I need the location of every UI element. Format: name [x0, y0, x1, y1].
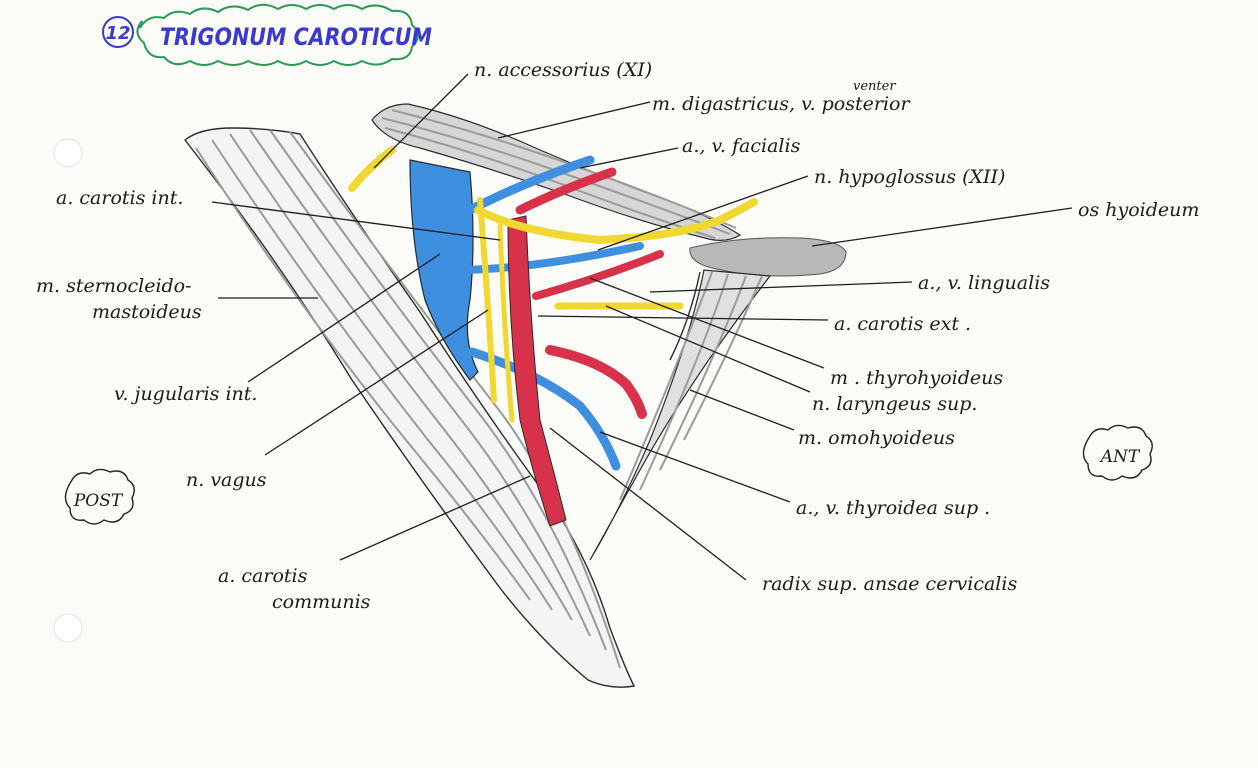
- label-sternocleido-1: m. sternocleido-: [36, 275, 192, 297]
- label-laryngeus-sup: n. laryngeus sup.: [812, 393, 977, 415]
- sternocleidomastoid-muscle: [184, 127, 636, 688]
- label-hypoglossus: n. hypoglossus (XII): [814, 166, 1005, 188]
- label-facialis: a., v. facialis: [682, 135, 801, 157]
- label-radix-sup: radix sup. ansae cervicalis: [762, 573, 1017, 595]
- label-carotis-communis-2: communis: [272, 591, 371, 613]
- leader-lines: [211, 73, 1073, 581]
- infrahyoid-muscles: [589, 269, 772, 561]
- anterior-label: ANT: [1099, 447, 1141, 467]
- label-carotis-communis-1: a. carotis: [218, 565, 308, 587]
- label-sternocleido-2: mastoideus: [92, 301, 202, 323]
- label-os-hyoideum: os hyoideum: [1078, 199, 1199, 221]
- vagus-nerve: [477, 197, 497, 403]
- label-carotis-ext: a. carotis ext .: [834, 313, 971, 335]
- hypoglossal-nerve: [474, 198, 758, 245]
- ansa-cervicalis-root: [497, 223, 515, 423]
- punch-hole-bottom: [53, 613, 83, 643]
- label-digastricus-note: venter: [853, 79, 896, 94]
- title-text: TRIGONUM CAROTICUM: [160, 23, 432, 51]
- title-number: 12: [105, 23, 130, 44]
- title-block: 12 TRIGONUM CAROTICUM: [102, 3, 432, 66]
- label-digastricus: m. digastricus, v. posterior: [652, 93, 911, 115]
- label-lingualis: a., v. lingualis: [918, 272, 1050, 294]
- anterior-marker: ANT: [1082, 424, 1153, 481]
- label-n-accessorius: n. accessorius (XI): [474, 59, 652, 81]
- label-jugularis-int: v. jugularis int.: [114, 383, 257, 405]
- label-carotis-int: a. carotis int.: [56, 187, 183, 209]
- carotid-arteries: [507, 167, 664, 527]
- posterior-label: POST: [73, 491, 124, 511]
- punch-hole-top: [53, 138, 83, 168]
- label-omohyoideus: m. omohyoideus: [798, 427, 955, 449]
- posterior-marker: POST: [64, 468, 135, 525]
- label-vagus: n. vagus: [186, 469, 267, 491]
- label-thyrohyoideus: m . thyrohyoideus: [830, 367, 1003, 389]
- annotation-labels: n. accessorius (XI) venter m. digastricu…: [36, 59, 1199, 613]
- title-number-circle: [102, 16, 134, 48]
- nerves: [348, 146, 758, 423]
- label-thyroidea-sup: a., v. thyroidea sup .: [796, 497, 990, 519]
- hyoid-bone: [689, 237, 847, 277]
- title-cloud: [136, 3, 419, 66]
